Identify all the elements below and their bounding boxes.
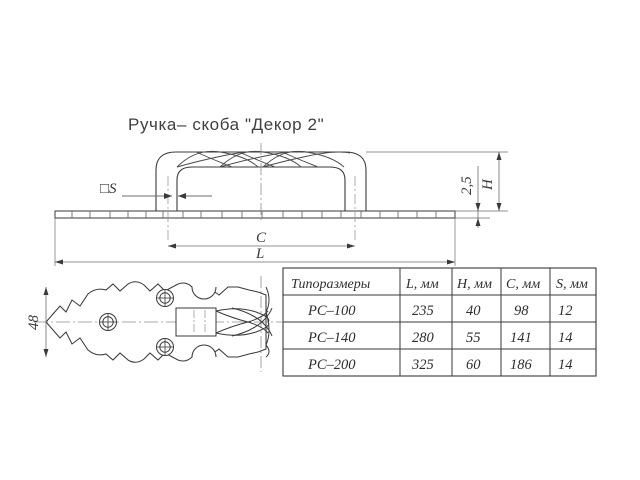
table-cell-s: 12 bbox=[558, 303, 573, 319]
table-cell-c: 141 bbox=[510, 330, 532, 346]
screw-hole-bottom bbox=[156, 338, 174, 356]
table-cell-l: 325 bbox=[411, 357, 434, 373]
table-header-cell-0: Типоразмеры bbox=[291, 277, 370, 292]
plan-notch-top bbox=[191, 286, 217, 300]
table-header-cell-2: H, мм bbox=[456, 277, 492, 292]
plan-leg-seat bbox=[175, 307, 217, 337]
dimension-l: L bbox=[54, 218, 456, 266]
table-header-cell-1: L, мм bbox=[405, 277, 439, 292]
thickness-s-leader-inner bbox=[178, 193, 212, 199]
table-cell-c: 186 bbox=[510, 357, 533, 373]
dimension-48: 48 bbox=[26, 287, 49, 357]
height-h-label: H bbox=[480, 178, 496, 191]
plan-notch-bottom bbox=[191, 344, 217, 358]
dimension-c: C bbox=[168, 230, 355, 249]
table-cell-s: 14 bbox=[558, 357, 573, 373]
plate-width-label: 48 bbox=[26, 315, 42, 331]
table-cell-model: РС–200 bbox=[307, 357, 356, 373]
table-cell-h: 40 bbox=[466, 303, 481, 319]
front-elevation-view bbox=[54, 143, 456, 240]
table-row: РС–100 235 40 98 12 bbox=[307, 303, 573, 319]
height-dimensions-group: H 2,5 bbox=[366, 151, 508, 228]
table-cell-s: 14 bbox=[558, 330, 573, 346]
table-header-cell-3: C, мм bbox=[506, 277, 540, 292]
table-row: РС–200 325 60 186 14 bbox=[307, 357, 573, 373]
table-header-cell-4: S, мм bbox=[556, 277, 588, 292]
screw-hole-top bbox=[156, 289, 174, 307]
dimension-c-label: C bbox=[256, 230, 267, 246]
dimension-l-label: L bbox=[255, 246, 264, 262]
table-row: РС–140 280 55 141 14 bbox=[307, 330, 573, 346]
drawing-title: Ручка– скоба "Декор 2" bbox=[128, 115, 324, 134]
table-cell-l: 235 bbox=[412, 303, 434, 319]
twisted-rope-detail bbox=[176, 150, 351, 168]
table-cell-model: РС–100 bbox=[307, 303, 356, 319]
thickness-s-label: □S bbox=[100, 181, 117, 197]
table-cell-l: 280 bbox=[412, 330, 435, 346]
table-cell-h: 55 bbox=[466, 330, 481, 346]
plate-thickness-label: 2,5 bbox=[459, 176, 475, 195]
plan-view: 48 bbox=[26, 276, 282, 372]
plan-break-line bbox=[265, 286, 270, 358]
back-plate-side bbox=[54, 210, 456, 219]
specification-table: Типоразмеры L, мм H, мм C, мм S, мм РС–1… bbox=[282, 267, 597, 377]
table-cell-h: 60 bbox=[466, 357, 481, 373]
screw-hole-center bbox=[99, 313, 117, 331]
thickness-s-leader: □S bbox=[100, 181, 172, 199]
table-cell-c: 98 bbox=[514, 303, 529, 319]
table-cell-model: РС–140 bbox=[307, 330, 356, 346]
